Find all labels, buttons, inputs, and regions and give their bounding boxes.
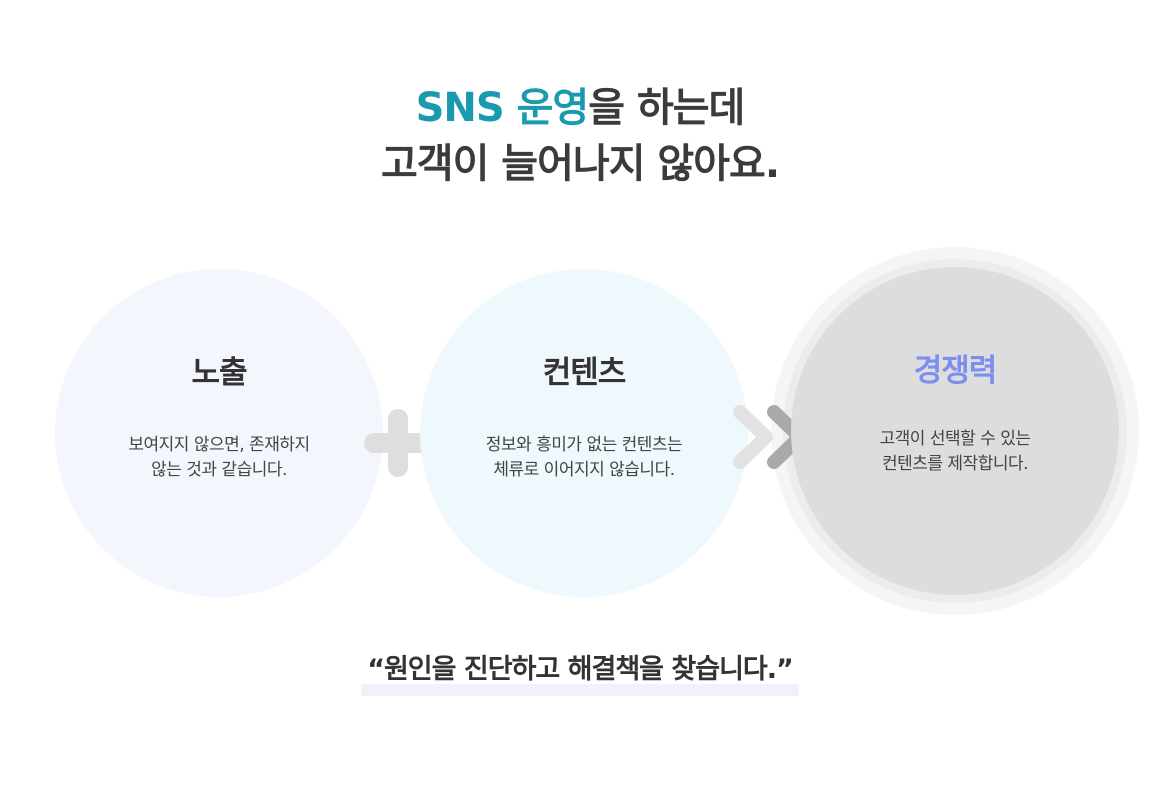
circle-description: 보여지지 않으면, 존재하지 않는 것과 같습니다.: [128, 435, 310, 480]
circle-description: 고객이 선택할 수 있는 컨텐츠를 제작합니다.: [879, 429, 1031, 474]
plus-icon: [364, 409, 432, 477]
circle-description: 정보와 흥미가 없는 컨텐츠는 체류로 이어지지 않습니다.: [485, 435, 683, 480]
circle-title: 컨텐츠: [542, 355, 627, 391]
headline-line-2: 고객이 늘어나지 않아요.: [380, 141, 780, 187]
headline-accent: SNS 운영: [415, 85, 590, 131]
circle-title: 노출: [191, 355, 247, 391]
quote-text-wrap: “원인을 진단하고 해결책을 찾습니다.”: [361, 650, 799, 696]
headline: SNS 운영을 하는데 고객이 늘어나지 않아요.: [0, 80, 1160, 192]
headline-line-1: SNS 운영을 하는데: [0, 80, 1160, 136]
quote-highlight: [361, 684, 799, 696]
headline-line-1-rest: 을 하는데: [588, 85, 745, 131]
quote: “원인을 진단하고 해결책을 찾습니다.”: [0, 650, 1160, 696]
circle-competitiveness: 경쟁력 고객이 선택할 수 있는 컨텐츠를 제작합니다.: [791, 267, 1119, 595]
circle-exposure: 노출 보여지지 않으면, 존재하지 않는 것과 같습니다.: [55, 269, 383, 597]
circle-title: 경쟁력: [913, 353, 998, 389]
circle-contents: 컨텐츠 정보와 흥미가 없는 컨텐츠는 체류로 이어지지 않습니다.: [420, 269, 748, 597]
quote-text: “원인을 진단하고 해결책을 찾습니다.”: [367, 654, 794, 685]
